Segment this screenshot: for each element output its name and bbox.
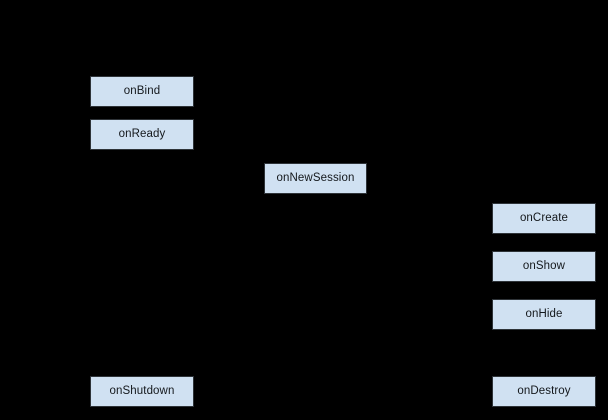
node-onHide[interactable]: onHide (492, 299, 596, 330)
node-onReady[interactable]: onReady (90, 119, 194, 150)
node-onNewSession[interactable]: onNewSession (264, 163, 367, 194)
node-onShow[interactable]: onShow (492, 251, 596, 282)
node-onCreate[interactable]: onCreate (492, 203, 596, 234)
node-onBind[interactable]: onBind (90, 76, 194, 107)
node-onDestroy[interactable]: onDestroy (492, 376, 596, 407)
node-onShutdown[interactable]: onShutdown (90, 376, 194, 407)
